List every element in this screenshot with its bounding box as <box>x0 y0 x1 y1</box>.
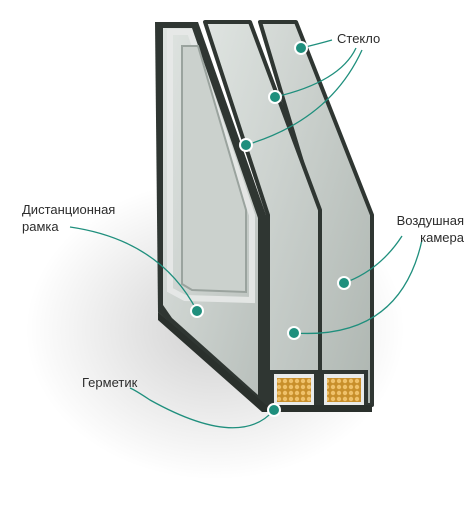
callout-dot-icon <box>294 41 308 55</box>
label-air-chamber-line1: Воздушная <box>396 213 464 228</box>
callout-dot-icon <box>190 304 204 318</box>
label-glass: Стекло <box>337 30 380 47</box>
callout-dot-icon <box>267 403 281 417</box>
label-spacer-line1: Дистанционная <box>22 202 116 217</box>
leader-air-1 <box>343 235 403 284</box>
callout-dot-icon <box>239 138 253 152</box>
label-air-chamber-line2: камера <box>420 230 464 245</box>
label-glass-text: Стекло <box>337 31 381 46</box>
leader-spacer <box>69 226 198 312</box>
desiccant-left <box>277 378 311 402</box>
leader-air-2 <box>293 239 423 335</box>
callout-dot-icon <box>268 90 282 104</box>
label-spacer-line2: рамка <box>22 219 59 234</box>
label-air-chamber: Воздушная камера <box>388 212 464 246</box>
callout-dot-icon <box>287 326 301 340</box>
callout-dot-icon <box>337 276 351 290</box>
leader-lines <box>69 39 423 429</box>
leader-glass-2 <box>274 47 357 98</box>
desiccant-right <box>327 378 361 402</box>
label-sealant: Герметик <box>82 374 137 391</box>
label-sealant-text: Герметик <box>82 375 138 390</box>
callout-dots <box>190 41 351 417</box>
spacer-strip <box>167 29 255 304</box>
spacer-strip-inner <box>181 45 247 294</box>
label-spacer: Дистанционная рамка <box>22 201 115 235</box>
leader-sealant <box>129 387 275 429</box>
leader-glass-3 <box>245 49 363 146</box>
